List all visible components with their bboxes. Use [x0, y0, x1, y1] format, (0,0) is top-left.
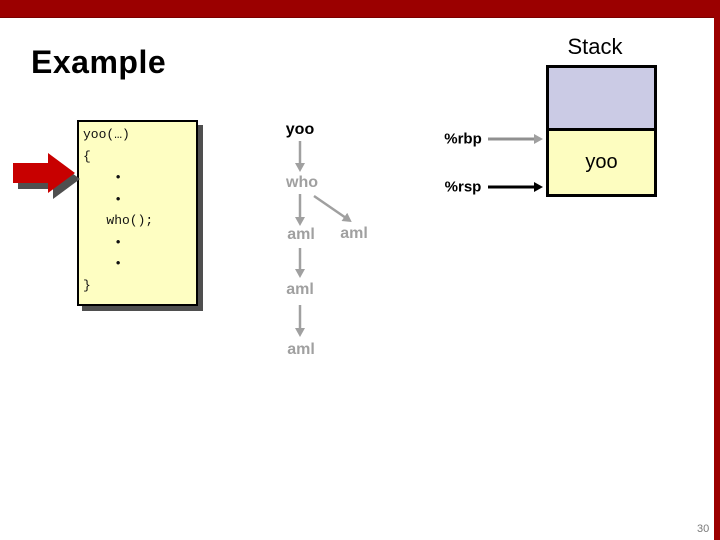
code-box: yoo(…) { • • who(); • • } [77, 120, 198, 306]
code-line: yoo(…) [83, 127, 130, 142]
call-chain-node-aml-branch: aml [340, 225, 368, 242]
register-label-rbp: %rbp [444, 130, 482, 148]
code-line: • [83, 256, 123, 271]
code-line: • [83, 234, 123, 250]
code-line: • [83, 170, 123, 185]
red-arrow-icon [13, 153, 80, 199]
stack-diagram-title: Stack [567, 34, 623, 59]
stack-box: yoo [546, 65, 657, 197]
call-chain-node-yoo: yoo [285, 121, 315, 138]
red-arrow-shape [13, 153, 75, 193]
code-line: { [83, 148, 91, 164]
call-chain-node-aml-3: aml [287, 341, 315, 358]
code-line: who(); [83, 213, 154, 228]
call-chain-node-aml-1: aml [287, 226, 315, 243]
code-line: } [83, 277, 91, 293]
stack-frame-yoo-label: yoo [585, 151, 618, 173]
right-accent-stripe [714, 0, 720, 540]
register-label-rsp: %rsp [444, 178, 482, 196]
code-line: • [83, 191, 123, 207]
stack-frame-empty [549, 68, 654, 128]
slide-title: Example [31, 44, 167, 80]
page-number: 30 [697, 523, 710, 535]
call-chain-node-who: who [286, 174, 318, 191]
call-chain-node-aml-2: aml [286, 281, 314, 298]
top-accent-bar [0, 0, 720, 18]
stack-frame-yoo: yoo [549, 128, 654, 194]
arrow-who-to-aml-branch [313, 194, 352, 222]
